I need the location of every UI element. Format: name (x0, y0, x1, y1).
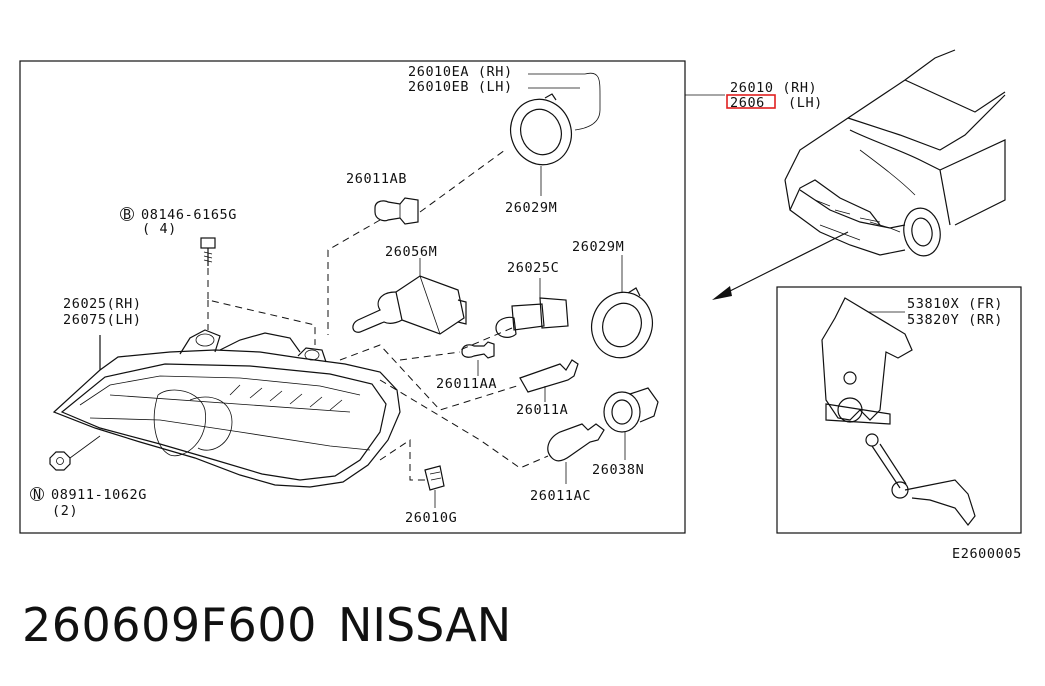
bolt-marker: B (123, 207, 132, 223)
label-unit-lh: 26010EB (LH) (408, 79, 513, 95)
height-sensor-illustration (821, 297, 976, 526)
dust-cap-mid (591, 255, 653, 359)
headlamp-housing-illustration (52, 329, 401, 488)
pointer-arrowhead (712, 286, 732, 300)
footer-part-number: 260609F600 (22, 598, 317, 652)
label-nut-code: 08911-1062G (51, 487, 147, 503)
sensor-detail-frame (776, 286, 1022, 534)
label-assy-lh: (LH) (788, 95, 823, 111)
label-bulb-ac: 26011AC (530, 488, 591, 504)
label-bulb-ab: 26011AB (346, 171, 407, 187)
label-unit-rh: 26010EA (RH) (408, 64, 513, 80)
label-cap-top: 26029M (505, 200, 557, 216)
label-assy-lh-highlight-text: 2606 (730, 95, 765, 111)
label-clip-g: 26010G (405, 510, 457, 526)
bolt-leader-dash (207, 268, 316, 345)
label-housing-lh: 26075(LH) (63, 312, 142, 328)
socket-26038n (603, 387, 659, 460)
nut-marker: N (33, 487, 42, 503)
drawing-code: E2600005 (952, 546, 1022, 562)
label-bulb-a: 26011A (516, 402, 568, 418)
label-assy-rh: 26010 (RH) (730, 80, 817, 96)
label-sensor-rr: 53820Y (RR) (907, 312, 1003, 328)
highlight-box (726, 94, 776, 109)
label-sensor-fr: 53810X (FR) (907, 296, 1003, 312)
dust-cap-top (510, 93, 572, 196)
main-diagram-frame (19, 60, 686, 534)
bulb-26011aa (461, 341, 495, 376)
label-socket-n: 26038N (592, 462, 644, 478)
footer-brand: NISSAN (338, 598, 512, 652)
label-bulb-aa: 26011AA (436, 376, 497, 392)
label-socket-m: 26056M (385, 244, 437, 260)
bolt-part (200, 237, 216, 266)
clip-26010g (424, 465, 445, 508)
bulb-26011a (519, 359, 579, 402)
nut-marker-circle (30, 487, 44, 501)
label-nut-qty: (2) (52, 503, 78, 519)
socket-26056m (352, 275, 467, 335)
label-bolt-code: 08146-6165G (141, 207, 237, 223)
nut-part (49, 451, 71, 471)
car-illustration (784, 49, 1006, 257)
label-cap-mid: 26029M (572, 239, 624, 255)
bolt-marker-circle (120, 207, 134, 221)
label-bolt-qty: ( 4) (142, 221, 177, 237)
socket-26025c (495, 278, 569, 338)
bulb-26011ab (374, 197, 419, 225)
pointer-arrow-line (721, 231, 849, 296)
bulb-26011ac (547, 423, 605, 484)
label-socket-c: 26025C (507, 260, 559, 276)
label-housing-rh: 26025(RH) (63, 296, 142, 312)
